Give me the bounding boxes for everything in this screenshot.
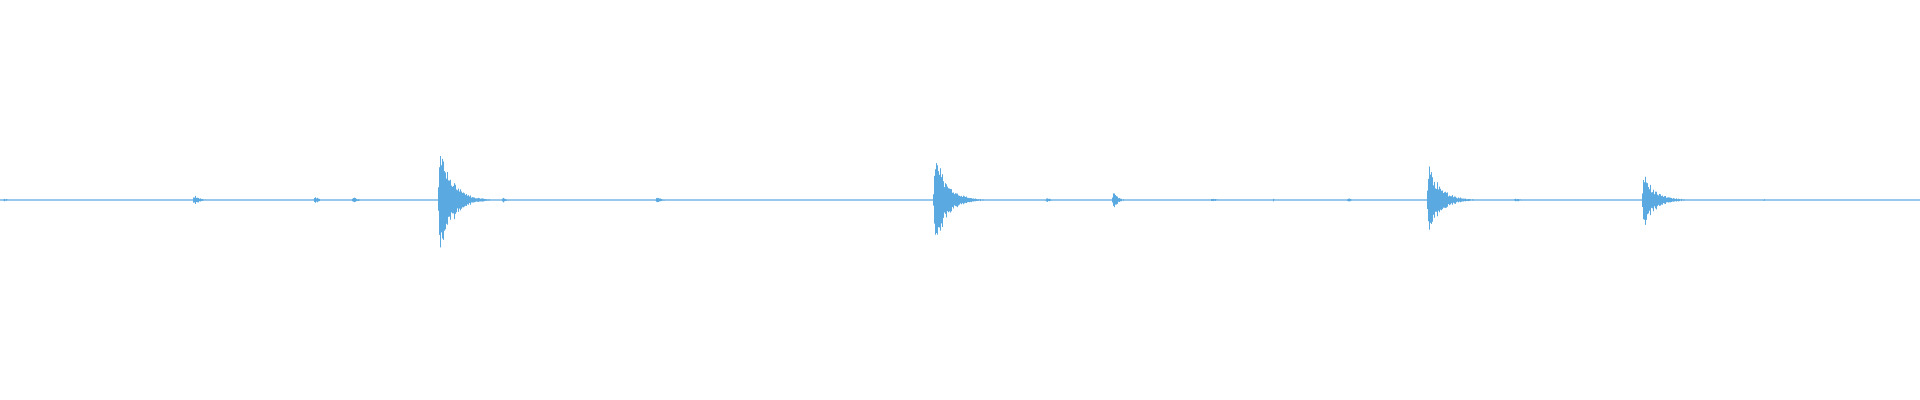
waveform-bars <box>0 156 1920 248</box>
